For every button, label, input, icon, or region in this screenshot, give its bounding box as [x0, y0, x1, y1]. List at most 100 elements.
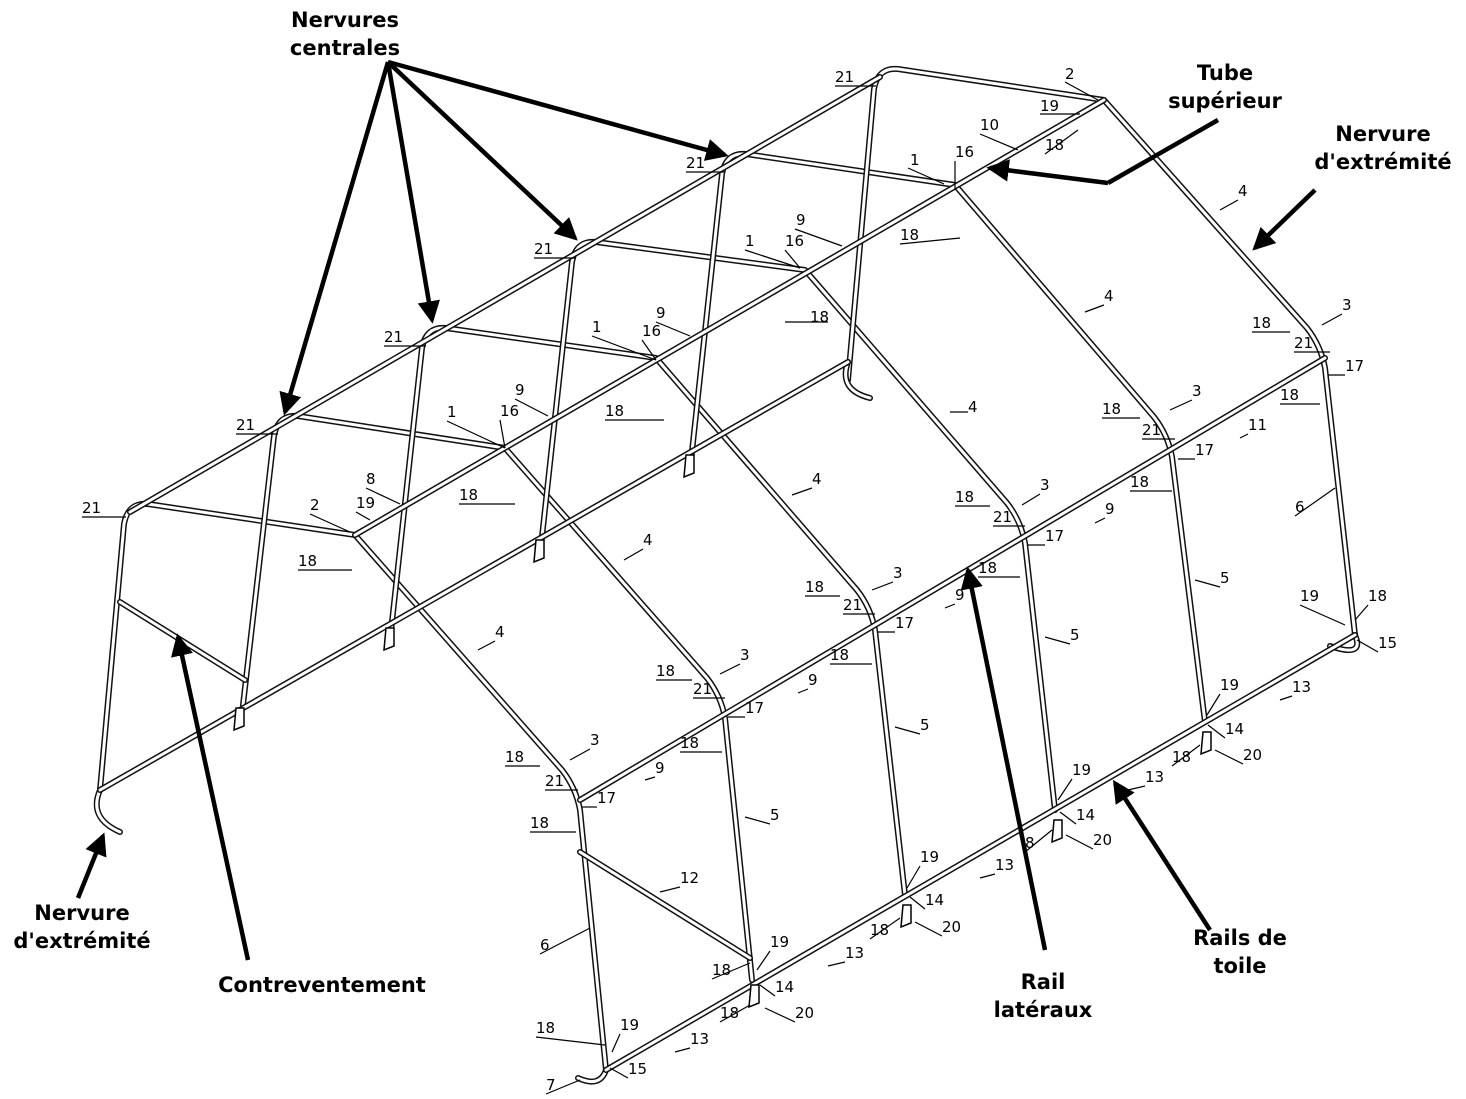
part-label-18: 18 — [1280, 386, 1299, 404]
leader-line — [1194, 579, 1221, 588]
part-label-18: 18 — [1130, 473, 1149, 491]
part-label-1: 1 — [447, 403, 457, 421]
callout-line: Rails de — [1193, 926, 1287, 950]
part-label-5: 5 — [1220, 569, 1230, 587]
arrow-bracing — [170, 633, 251, 961]
part-label-9: 9 — [515, 381, 525, 399]
part-label-18: 18 — [1102, 400, 1121, 418]
part-label-19: 19 — [920, 848, 939, 866]
leader-line — [1065, 834, 1094, 850]
arrow-fabric-rails — [1112, 779, 1212, 932]
leader-line — [744, 249, 801, 269]
leader-line — [659, 886, 681, 893]
part-label-4: 4 — [643, 531, 653, 549]
part-label-20: 20 — [1093, 831, 1112, 849]
part-label-16: 16 — [642, 322, 661, 340]
leader-line — [756, 950, 771, 971]
part-label-18: 18 — [900, 226, 919, 244]
part-label-18: 18 — [605, 402, 624, 420]
part-label-18: 18 — [298, 552, 317, 570]
arrow-top-tube — [986, 159, 1109, 186]
leader-line — [1044, 636, 1071, 645]
part-label-3: 3 — [1040, 476, 1050, 494]
leader-line — [899, 237, 961, 245]
leader-line — [1219, 199, 1239, 211]
part-label-19: 19 — [1072, 761, 1091, 779]
end-rib-front-hook-left-inner — [95, 788, 122, 834]
leader-line — [535, 1036, 606, 1046]
part-label-20: 20 — [795, 1004, 814, 1022]
part-label-18: 18 — [870, 921, 889, 939]
part-label-18: 18 — [1045, 136, 1064, 154]
leader-line — [1279, 695, 1293, 701]
part-label-1: 1 — [745, 232, 755, 250]
leader-line — [1356, 639, 1379, 653]
part-label-19: 19 — [1040, 97, 1059, 115]
part-label-4: 4 — [495, 623, 505, 641]
part-label-1: 1 — [910, 151, 920, 169]
part-label-18: 18 — [1172, 748, 1191, 766]
leader-line — [1321, 313, 1343, 326]
part-label-21: 21 — [993, 508, 1012, 526]
arrow-central-rib-4 — [279, 61, 391, 416]
part-label-7: 7 — [546, 1076, 556, 1094]
leader-line — [365, 487, 401, 505]
callout-line: supérieur — [1168, 89, 1282, 113]
part-label-16: 16 — [955, 143, 974, 161]
arrow-central-rib-2 — [386, 60, 578, 241]
leader-line — [1299, 604, 1346, 626]
part-label-4: 4 — [812, 470, 822, 488]
part-label-21: 21 — [835, 68, 854, 86]
part-label-4: 4 — [1238, 182, 1248, 200]
leader-line — [309, 513, 351, 533]
callout-line: d'extrémité — [1314, 150, 1451, 174]
callout-line: latéraux — [994, 998, 1093, 1022]
part-label-19: 19 — [356, 494, 375, 512]
part-label-3: 3 — [1342, 296, 1352, 314]
part-label-18: 18 — [805, 578, 824, 596]
part-label-21: 21 — [686, 154, 705, 172]
part-label-6: 6 — [540, 936, 550, 954]
part-label-18: 18 — [830, 646, 849, 664]
leader-line — [477, 640, 496, 651]
leader-line — [611, 1033, 621, 1053]
part-label-17: 17 — [1195, 441, 1214, 459]
leader-line — [1206, 693, 1221, 716]
leader-line — [797, 688, 809, 694]
leader-line — [1354, 604, 1369, 621]
part-label-17: 17 — [1345, 357, 1364, 375]
part-label-14: 14 — [925, 891, 944, 909]
part-label-9: 9 — [655, 759, 665, 777]
top-tube-inner — [353, 98, 1106, 537]
part-label-20: 20 — [1243, 746, 1262, 764]
leader-line — [744, 816, 771, 825]
part-label-9: 9 — [808, 671, 818, 689]
arrow-end-rib-right — [1252, 188, 1317, 251]
part-label-15: 15 — [628, 1060, 647, 1078]
foot-left-4 — [683, 454, 695, 479]
part-label-19: 19 — [1220, 676, 1239, 694]
part-label-17: 17 — [745, 699, 764, 717]
foot-left-3 — [533, 539, 545, 564]
leader-line — [827, 961, 846, 967]
leader-line — [1127, 785, 1146, 791]
leader-line — [644, 776, 656, 781]
foot-right-4 — [1200, 731, 1212, 756]
leader-line — [1044, 129, 1079, 155]
part-label-2: 2 — [310, 496, 320, 514]
part-label-12: 12 — [680, 869, 699, 887]
callout-line: Nervure — [1335, 122, 1430, 146]
callout-line: Contreventement — [218, 973, 426, 997]
arrow-central-rib-1 — [387, 59, 729, 161]
part-label-2: 2 — [1065, 65, 1075, 83]
part-label-21: 21 — [545, 772, 564, 790]
leader-line — [711, 962, 751, 980]
part-label-16: 16 — [500, 402, 519, 420]
fabric-rail-inner — [604, 633, 1357, 1072]
part-label-21: 21 — [1294, 334, 1313, 352]
part-label-21: 21 — [534, 240, 553, 258]
